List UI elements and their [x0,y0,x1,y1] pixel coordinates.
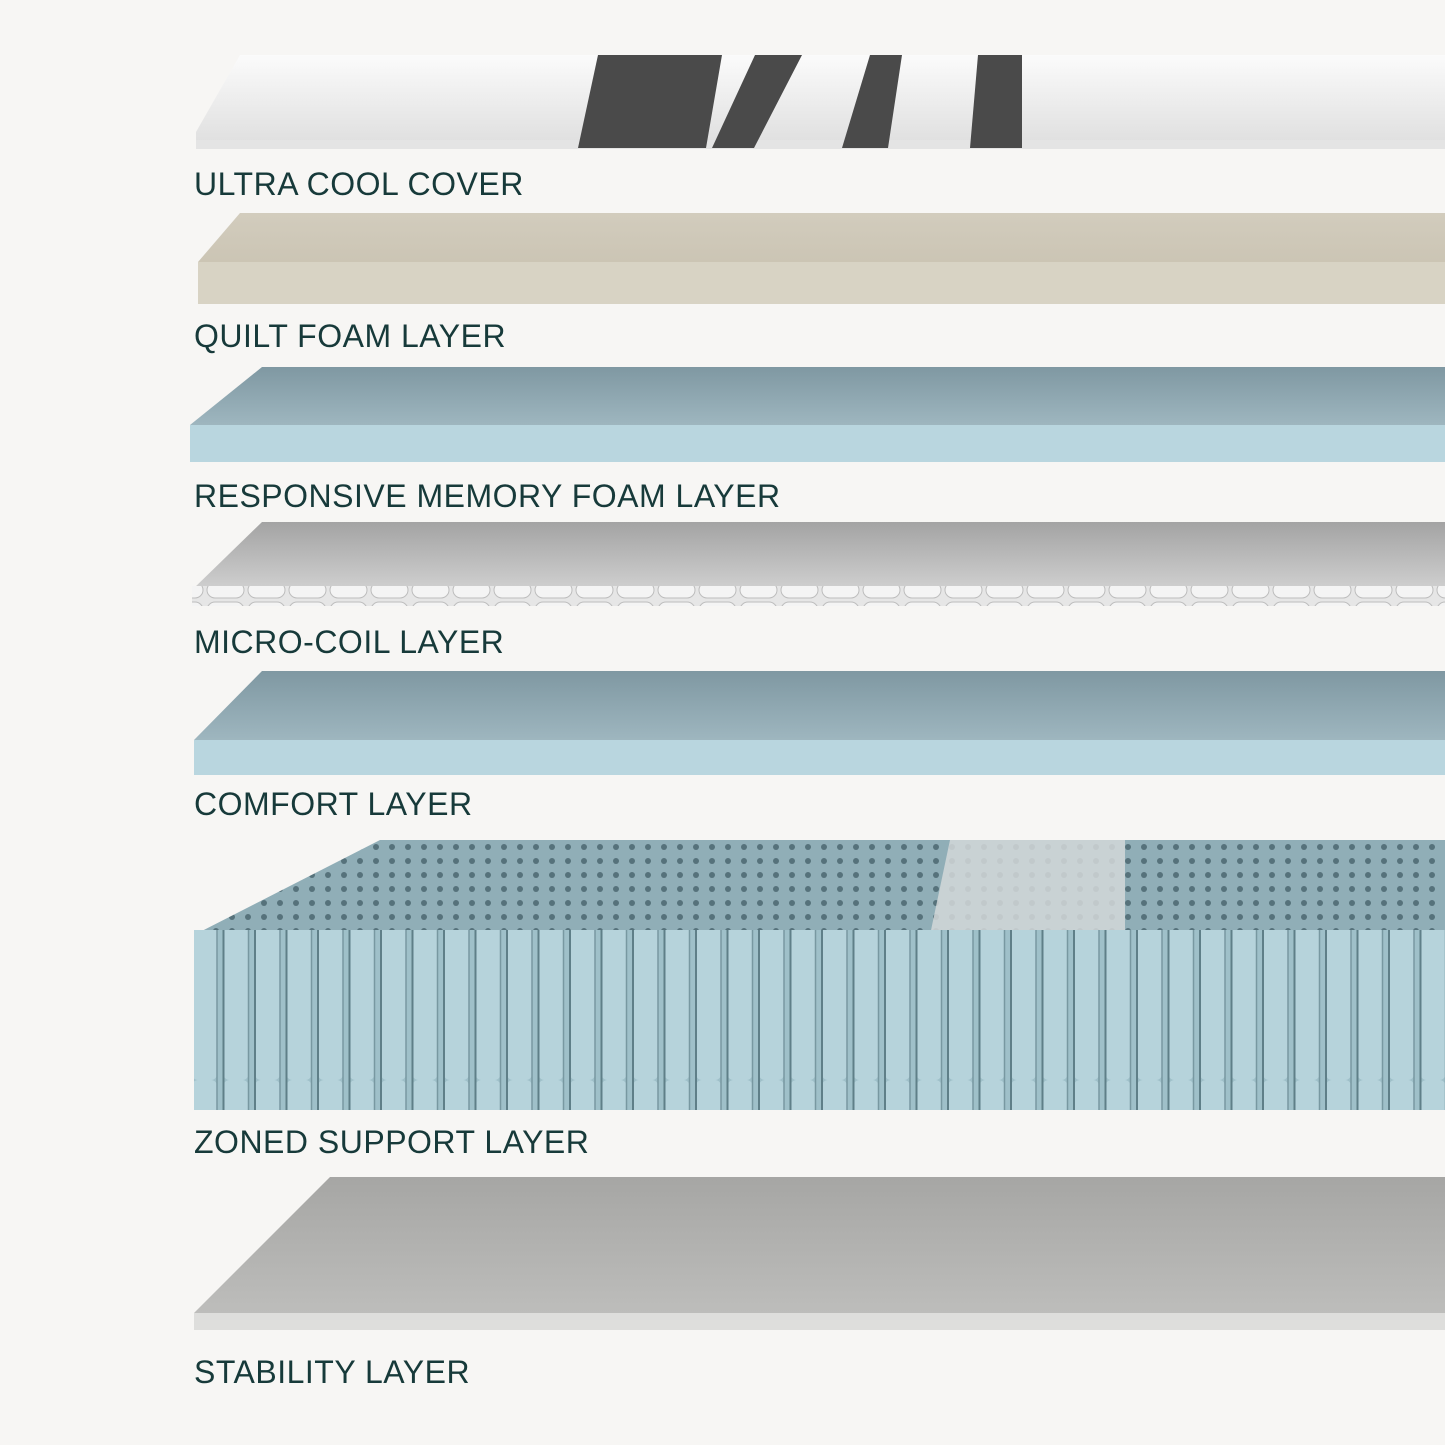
micro-coil-illustration [192,522,1445,606]
comfort-layer-illustration [194,671,1445,775]
quilt-foam-illustration [198,213,1445,304]
memory-foam-illustration [190,367,1445,462]
stability-layer-illustration [194,1177,1445,1330]
zoned-support-illustration [194,840,1445,1110]
responsive-memory-foam-layer-label: RESPONSIVE MEMORY FOAM LAYER [194,478,781,514]
quilt-foam-layer-label: QUILT FOAM LAYER [194,318,507,354]
micro-coil-layer-label: MICRO-COIL LAYER [194,624,505,660]
ultra-cool-cover-label: ULTRA COOL COVER [194,166,524,202]
stability-layer-label: STABILITY LAYER [194,1354,471,1390]
ultra-cool-cover-illustration [196,55,1445,149]
comfort-layer-label: COMFORT LAYER [194,786,473,822]
zoned-support-layer-label: ZONED SUPPORT LAYER [194,1124,590,1160]
